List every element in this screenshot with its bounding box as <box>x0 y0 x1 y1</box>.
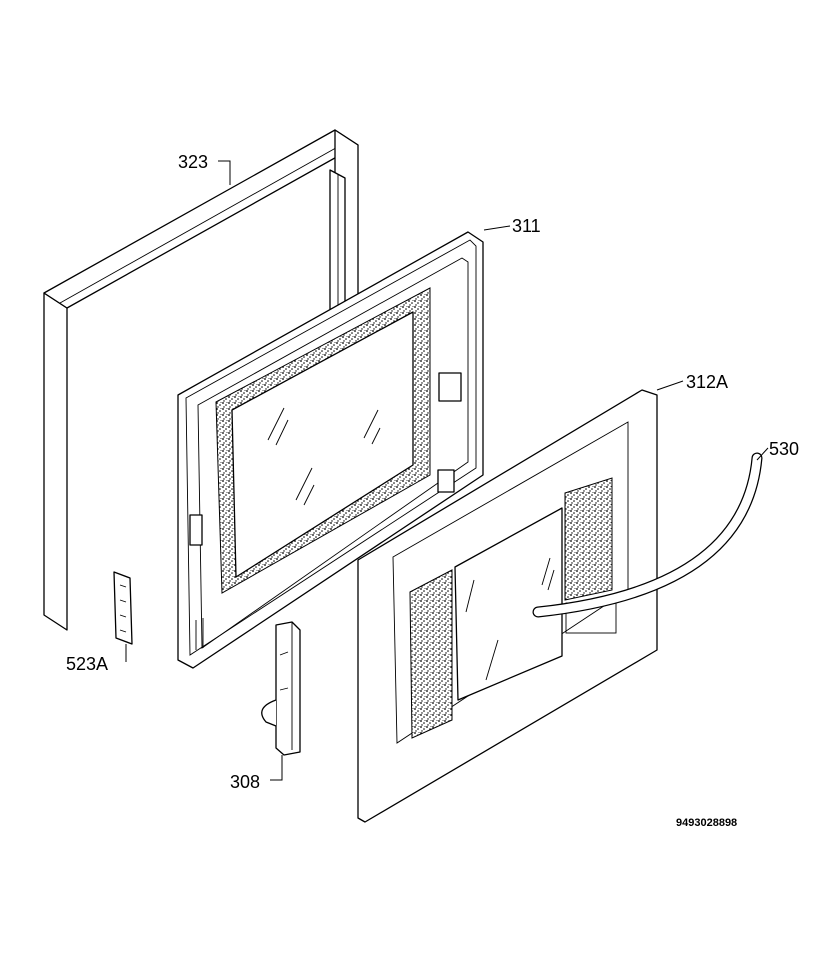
part-308-hinge <box>261 621 301 756</box>
callout-323: 323 <box>178 152 208 172</box>
part-530-handle <box>532 452 763 618</box>
part-312a-outer-glass <box>357 389 658 823</box>
part-523a-hinge <box>113 571 133 645</box>
callout-leaders <box>125 160 769 781</box>
drawing-number: 9493028898 <box>676 817 737 829</box>
callout-308: 308 <box>230 772 260 792</box>
part-311-inner-panel <box>177 231 484 669</box>
callout-523a: 523A <box>66 654 108 674</box>
callout-312a: 312A <box>686 372 728 392</box>
callout-311: 311 <box>512 216 541 236</box>
callout-530: 530 <box>769 439 799 459</box>
